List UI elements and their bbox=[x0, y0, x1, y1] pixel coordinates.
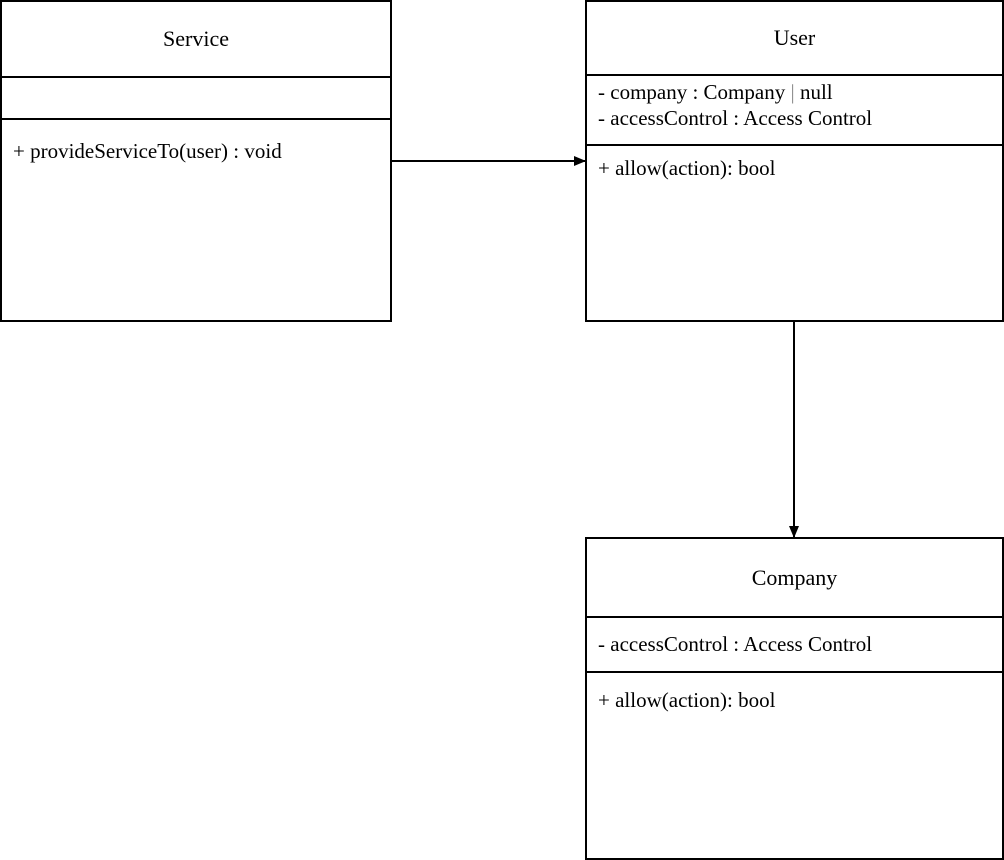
attribute-access-control: - accessControl : Access Control bbox=[598, 106, 873, 130]
method-provide-service-to: + provideServiceTo(user) : void bbox=[13, 139, 282, 163]
attributes-user: - company : Company | null - accessContr… bbox=[587, 76, 1002, 146]
methods-service: + provideServiceTo(user) : void bbox=[2, 120, 390, 164]
methods-company: + allow(action): bool bbox=[587, 673, 1002, 713]
methods-user: + allow(action): bool bbox=[587, 146, 1002, 181]
method-allow: + allow(action): bool bbox=[598, 156, 776, 180]
method-allow: + allow(action): bool bbox=[598, 688, 776, 712]
attribute-company-type: - company : Company bbox=[598, 80, 791, 104]
class-name-user: User bbox=[587, 2, 1002, 76]
class-service[interactable]: Service + provideServiceTo(user) : void bbox=[0, 0, 392, 322]
union-separator: | bbox=[790, 80, 795, 104]
attributes-company: - accessControl : Access Control bbox=[587, 618, 1002, 673]
attribute-company-null: null bbox=[794, 80, 833, 104]
attributes-service bbox=[2, 78, 390, 120]
class-name-company: Company bbox=[587, 539, 1002, 618]
class-company[interactable]: Company - accessControl : Access Control… bbox=[585, 537, 1004, 860]
attribute-access-control: - accessControl : Access Control bbox=[598, 632, 873, 656]
class-user[interactable]: User - company : Company | null - access… bbox=[585, 0, 1004, 322]
class-name-service: Service bbox=[2, 2, 390, 78]
attribute-company: - company : Company | null bbox=[598, 79, 1002, 105]
